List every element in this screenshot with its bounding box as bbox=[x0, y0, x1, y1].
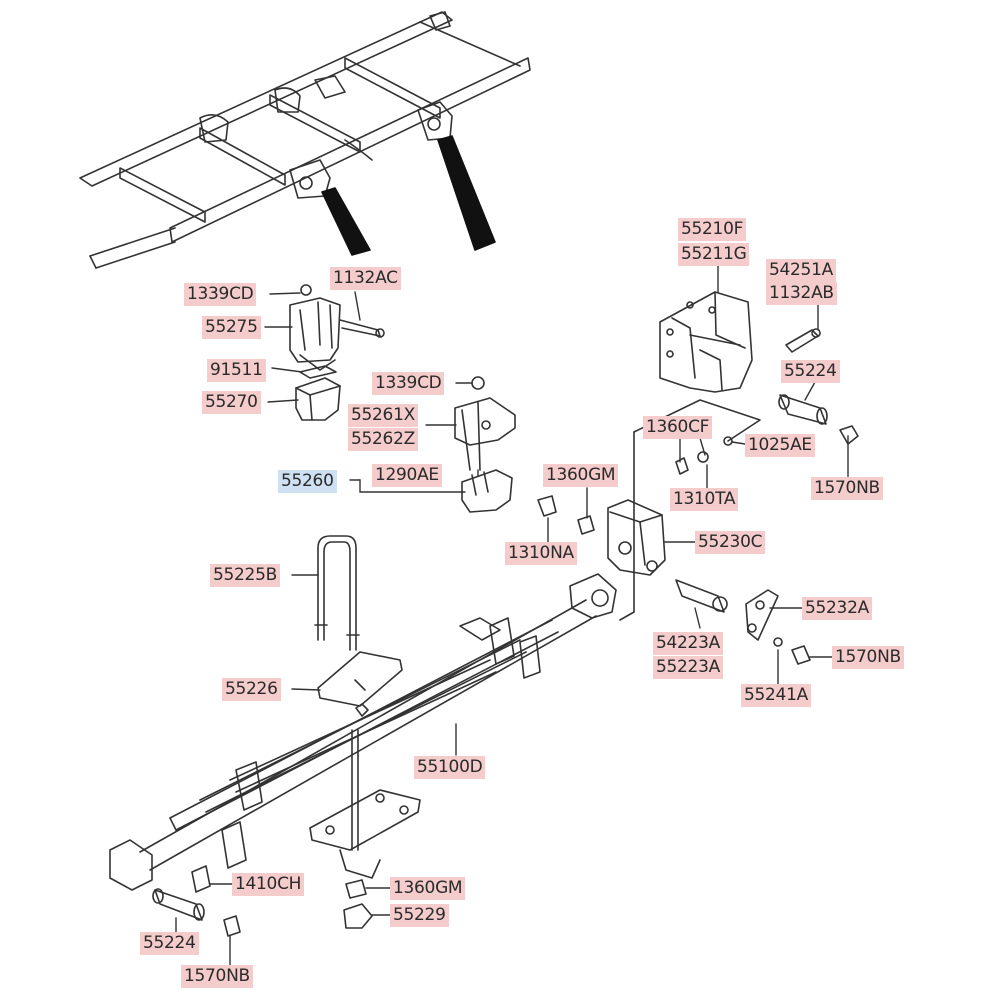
bolt-54223a bbox=[675, 579, 728, 613]
hanger-55210f bbox=[659, 291, 753, 393]
part-label[interactable]: 55211G bbox=[678, 243, 750, 266]
washer-1025ae bbox=[723, 436, 733, 446]
nut-1360gm-bottom bbox=[345, 879, 367, 899]
grease-nipple-shackle bbox=[791, 645, 811, 665]
shackle-55230c bbox=[607, 499, 666, 576]
part-label[interactable]: 55230C bbox=[695, 531, 766, 554]
center-bolt bbox=[351, 703, 369, 851]
part-label[interactable]: 55270 bbox=[202, 391, 261, 414]
part-label[interactable]: 55260 bbox=[278, 470, 337, 493]
part-label[interactable]: 1570NB bbox=[811, 477, 883, 500]
nut-55229 bbox=[343, 903, 373, 929]
nut-1360cf bbox=[675, 457, 689, 475]
bracket-55261x bbox=[454, 376, 516, 471]
part-label[interactable]: 1339CD bbox=[372, 372, 445, 395]
nut-1360gm-top bbox=[577, 515, 595, 535]
grease-nipple-top bbox=[839, 425, 859, 445]
part-label[interactable]: 55241A bbox=[741, 684, 811, 707]
part-label[interactable]: 55229 bbox=[390, 904, 449, 927]
nut-1310na bbox=[537, 495, 557, 517]
pin-55224-top bbox=[778, 394, 828, 425]
mount-55270 bbox=[295, 377, 341, 421]
part-label[interactable]: 55226 bbox=[222, 678, 281, 701]
part-label[interactable]: 1570NB bbox=[832, 646, 904, 669]
part-label[interactable]: 1360GM bbox=[543, 464, 619, 487]
pad-91511 bbox=[299, 365, 337, 379]
part-label[interactable]: 1339CD bbox=[184, 283, 257, 306]
pointer-arrows bbox=[321, 135, 496, 256]
spring-pad-55226 bbox=[317, 651, 403, 707]
part-label[interactable]: 1570NB bbox=[181, 965, 253, 988]
part-label[interactable]: 1310TA bbox=[670, 488, 739, 511]
lower-seat-plate bbox=[309, 789, 421, 879]
grease-nipple-bottom bbox=[223, 915, 241, 937]
part-label[interactable]: 91511 bbox=[207, 359, 266, 382]
part-label[interactable]: 1360CF bbox=[643, 416, 713, 439]
part-label[interactable]: 55262Z bbox=[348, 428, 418, 451]
part-label[interactable]: 55100D bbox=[414, 756, 486, 779]
block-1290ae bbox=[461, 469, 513, 513]
bushing-1410ch bbox=[191, 865, 211, 893]
leaf-spring-55100d bbox=[109, 573, 617, 891]
part-label[interactable]: 1132AB bbox=[766, 282, 837, 305]
part-label[interactable]: 1290AE bbox=[372, 464, 442, 487]
part-label[interactable]: 54251A bbox=[766, 259, 836, 282]
part-label[interactable]: 55225B bbox=[210, 564, 280, 587]
part-label[interactable]: 55210F bbox=[678, 218, 747, 241]
chassis-frame bbox=[79, 11, 531, 269]
part-label[interactable]: 1025AE bbox=[745, 434, 815, 457]
part-label[interactable]: 1310NA bbox=[505, 542, 577, 565]
part-label[interactable]: 55261X bbox=[348, 404, 418, 427]
part-label[interactable]: 1132AC bbox=[330, 267, 401, 290]
u-bolt-55225b bbox=[314, 535, 360, 651]
bolt-54251a bbox=[785, 328, 821, 353]
part-label[interactable]: 1410CH bbox=[232, 873, 305, 896]
plate-55232a bbox=[745, 589, 779, 641]
nut-1310ta bbox=[697, 451, 709, 463]
pin-55224-bottom bbox=[152, 888, 205, 921]
part-label[interactable]: 54223A bbox=[653, 632, 723, 655]
part-label[interactable]: 55224 bbox=[140, 932, 199, 955]
bracket-55275 bbox=[289, 284, 385, 371]
washer-55241a bbox=[773, 637, 783, 647]
leader-lines bbox=[175, 261, 849, 966]
part-label[interactable]: 55224 bbox=[781, 360, 840, 383]
part-label[interactable]: 1360GM bbox=[390, 877, 466, 900]
part-label[interactable]: 55232A bbox=[802, 597, 872, 620]
part-label[interactable]: 55275 bbox=[202, 316, 261, 339]
part-label[interactable]: 55223A bbox=[653, 656, 723, 679]
